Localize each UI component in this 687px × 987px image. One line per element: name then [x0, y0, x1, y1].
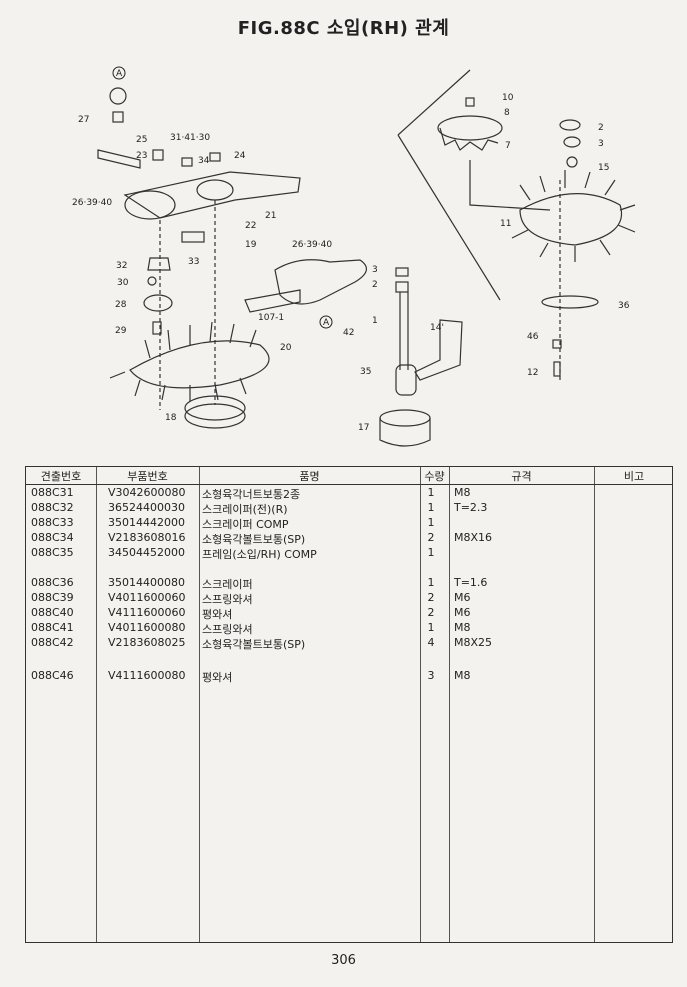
callout-26-39-40: 26·39·40	[72, 198, 112, 208]
callout-23: 23	[136, 151, 147, 161]
header-spec: 규격	[511, 470, 532, 483]
callout-8: 8	[504, 108, 510, 118]
table-header: 견출번호 부품번호 품명 수량 규격 비고	[26, 467, 672, 485]
callout-22: 22	[245, 221, 256, 231]
callout-28: 28	[115, 300, 127, 310]
callout-24: 24	[234, 151, 246, 161]
callout-20: 20	[280, 343, 292, 353]
callout-36: 36	[618, 301, 630, 311]
callout-2-b: 2	[598, 123, 604, 133]
callout-21: 21	[265, 211, 276, 221]
callout-11: 11	[500, 219, 511, 229]
circle-a-marker-2: A	[319, 315, 333, 329]
callout-17: 17	[358, 423, 369, 433]
callout-3: 3	[372, 265, 378, 275]
header-qty: 수량	[424, 470, 445, 483]
callout-18: 18	[165, 413, 177, 423]
callout-1: 1	[372, 316, 378, 326]
callout-27: 27	[78, 115, 89, 125]
callout-31-41-30: 31·41·30	[170, 133, 210, 143]
header-part-no: 부품번호	[127, 470, 168, 483]
callout-2: 2	[372, 280, 378, 290]
callout-30: 30	[117, 278, 129, 288]
callout-12: 12	[527, 368, 538, 378]
callout-46: 46	[527, 332, 539, 342]
header-remarks: 비고	[623, 470, 645, 483]
callout-42: 42	[343, 328, 354, 338]
page-title: FIG.88C 소입(RH) 관계	[237, 18, 450, 39]
header-part-name: 품명	[299, 470, 320, 483]
callout-7: 7	[505, 141, 511, 151]
callout-32: 32	[116, 261, 127, 271]
callout-26-39-40-b: 26·39·40	[292, 240, 332, 250]
callout-35: 35	[360, 367, 371, 377]
exploded-parts-diagram: 27 25 23 31·41·30 34 24 26·39·40 21 22 1…	[72, 66, 636, 447]
callout-19: 19	[245, 240, 257, 250]
callout-34: 34	[198, 156, 210, 166]
callout-107-1: 107-1	[258, 313, 284, 323]
callout-3-b: 3	[598, 139, 604, 149]
circle-a-marker: A	[112, 66, 126, 80]
page-number: 306	[331, 953, 356, 968]
svg-text:A: A	[116, 69, 123, 79]
header-ref-no: 견출번호	[40, 470, 82, 483]
callout-10: 10	[502, 93, 514, 103]
callout-25: 25	[136, 135, 147, 145]
callout-15: 15	[598, 163, 609, 173]
callout-29: 29	[115, 326, 127, 336]
callout-33: 33	[188, 257, 199, 267]
svg-text:A: A	[323, 318, 330, 328]
callout-14: 14'	[430, 323, 444, 333]
